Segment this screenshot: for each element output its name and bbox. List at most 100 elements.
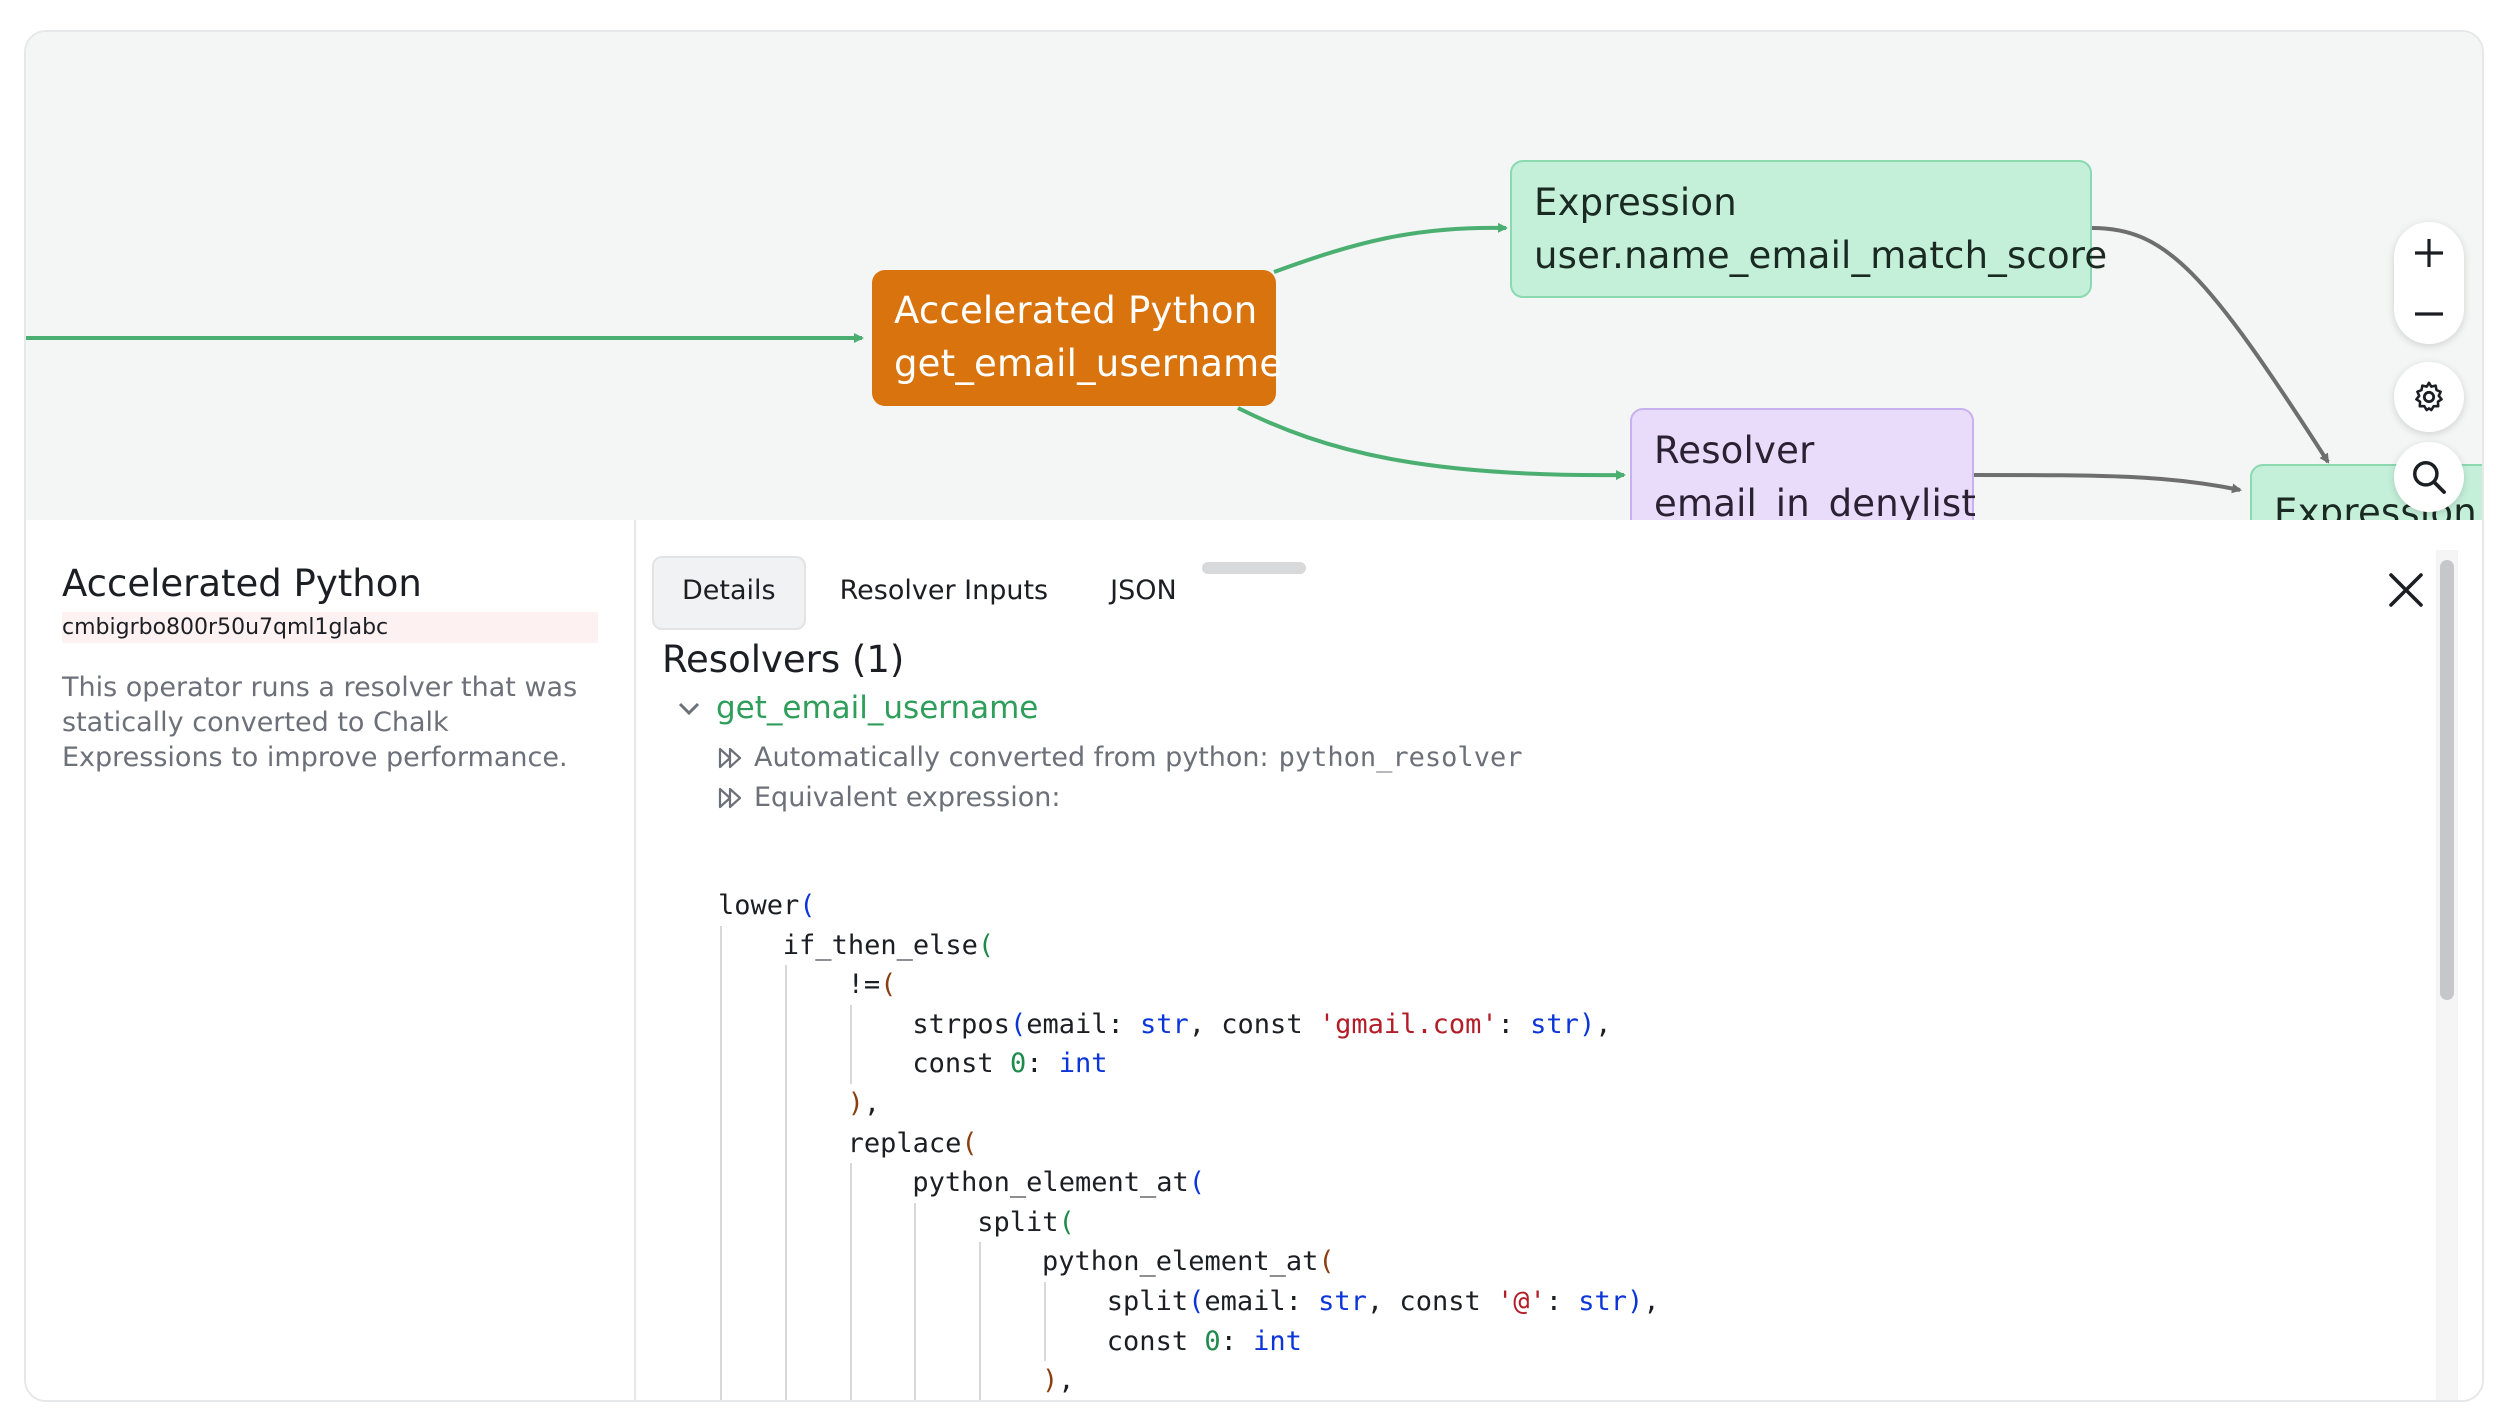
code-token: : [1220, 1325, 1254, 1357]
indent-guide [720, 965, 722, 1005]
code-token: '@' [1496, 1285, 1546, 1317]
graph-canvas[interactable]: Accelerated Python get_email_username Ex… [26, 32, 2482, 520]
code-token: if_then_else [782, 929, 978, 961]
indent-guide [720, 1123, 722, 1164]
code-token: , [1058, 1365, 1075, 1397]
converted-value: python_resolver [1278, 742, 1523, 773]
indent-guide [784, 1281, 787, 1322]
zoom-out-button[interactable] [2394, 287, 2464, 340]
edge-expression-to-expression [2091, 226, 2330, 464]
tab-resolver-inputs[interactable]: Resolver Inputs [839, 575, 1049, 606]
code-line: split( [718, 1202, 1660, 1243]
indent-guide [849, 1163, 852, 1203]
code-token: str [1318, 1285, 1367, 1317]
indent-guide [849, 1321, 852, 1362]
code-line: if_then_else( [718, 925, 1660, 966]
indent-guide [849, 1361, 852, 1400]
code-token: split [977, 1206, 1059, 1238]
indent-guide [720, 1361, 722, 1400]
settings-button[interactable] [2394, 362, 2464, 432]
tab-json[interactable]: JSON [1110, 575, 1177, 606]
code-token: email: [1204, 1285, 1319, 1317]
code-line: split(email: str, const '@': str), [718, 1281, 1660, 1322]
code-token: strpos [912, 1008, 1010, 1040]
code-token: , const [1188, 1008, 1319, 1040]
search-button[interactable] [2394, 442, 2464, 512]
node-title: Resolver [1654, 429, 1815, 472]
code-token: ( [1318, 1246, 1335, 1278]
indent-guide [914, 1202, 917, 1243]
edge-resolver-to-expression [1973, 473, 2242, 494]
indent-guide [849, 1202, 852, 1243]
indent-guide [720, 1163, 722, 1203]
node-subtitle: get_email_username [894, 342, 1283, 385]
indent-guide [849, 1044, 852, 1084]
code-token: ( [880, 969, 897, 1001]
node-expression-match-score[interactable]: Expression user.name_email_match_score [1510, 160, 2108, 298]
edge-accelerated-to-expression [1273, 222, 1508, 274]
operator-title: Accelerated Python [62, 562, 422, 605]
code-line: !=( [718, 965, 1660, 1005]
code-token: , [863, 1087, 881, 1119]
zoom-in-button[interactable] [2394, 226, 2464, 279]
node-accelerated-python[interactable]: Accelerated Python get_email_username [872, 270, 1283, 406]
resolver-toggle[interactable]: get_email_username [676, 690, 1038, 726]
node-subtitle: user.name_email_match_score [1534, 234, 2108, 277]
indent-guide [720, 1202, 722, 1243]
expression-code-block: lower(if_then_else(!=(strpos(email: str,… [718, 886, 1660, 1400]
indent-guide [849, 1242, 852, 1282]
code-token: replace [847, 1127, 962, 1159]
graph-edges [26, 222, 2330, 494]
code-token: ( [1058, 1206, 1075, 1238]
code-token: ( [1188, 1285, 1205, 1317]
code-line: replace( [718, 1123, 1660, 1164]
code-line: ), [718, 1083, 1660, 1124]
code-token: lower [718, 890, 800, 921]
code-token: ) [1627, 1285, 1644, 1317]
indent-guide [914, 1321, 917, 1362]
close-icon [2389, 573, 2423, 607]
code-line: lower( [718, 886, 1660, 926]
zoom-controls [2394, 222, 2464, 344]
indent-guide [720, 1083, 722, 1124]
code-token: , [1643, 1285, 1660, 1317]
code-token: ( [961, 1127, 978, 1159]
code-token: , [1595, 1008, 1612, 1040]
close-panel-button[interactable] [2382, 566, 2430, 614]
node-title: Expression [1534, 181, 1737, 224]
indent-guide [784, 1321, 787, 1362]
node-resolver-denylist[interactable]: Resolver email_in_denylist [1630, 408, 1977, 520]
indent-guide [784, 1163, 787, 1203]
panel-resize-handle[interactable] [1202, 562, 1306, 574]
indent-guide [849, 1281, 852, 1322]
minus-icon [2415, 311, 2443, 316]
plus-icon [2415, 238, 2443, 267]
tab-details[interactable]: Details [652, 556, 806, 630]
code-token: str [1140, 1008, 1189, 1040]
node-subtitle: email_in_denylist [1654, 482, 1977, 520]
scrollbar-thumb[interactable] [2440, 560, 2454, 1000]
indent-guide [784, 1242, 787, 1282]
code-token: python_element_at [1042, 1246, 1319, 1278]
code-token: ) [847, 1087, 864, 1119]
code-token: ( [1188, 1167, 1205, 1199]
code-token: str [1530, 1008, 1579, 1040]
code-token: email: [1026, 1008, 1140, 1040]
indent-guide [1044, 1321, 1046, 1362]
indent-guide [720, 1281, 722, 1322]
fast-forward-icon [718, 747, 742, 768]
indent-guide [720, 1044, 722, 1084]
code-token: str [1578, 1285, 1628, 1317]
details-content: Resolvers (1) get_email_username Automat… [662, 520, 2442, 1400]
indent-guide [720, 925, 722, 966]
code-token: ) [1042, 1365, 1059, 1397]
indent-guide [720, 1004, 722, 1045]
indent-guide [784, 1123, 787, 1164]
operator-summary: Accelerated Python cmbigrbo800r50u7qml1g… [26, 520, 636, 1400]
resolver-name[interactable]: get_email_username [716, 690, 1039, 726]
operator-description: This operator runs a resolver that was s… [62, 672, 578, 773]
indent-guide [914, 1242, 917, 1282]
equivalent-label: Equivalent expression: [754, 782, 1061, 813]
indent-guide [979, 1361, 982, 1400]
operator-id[interactable]: cmbigrbo800r50u7qml1glabc [62, 612, 598, 643]
